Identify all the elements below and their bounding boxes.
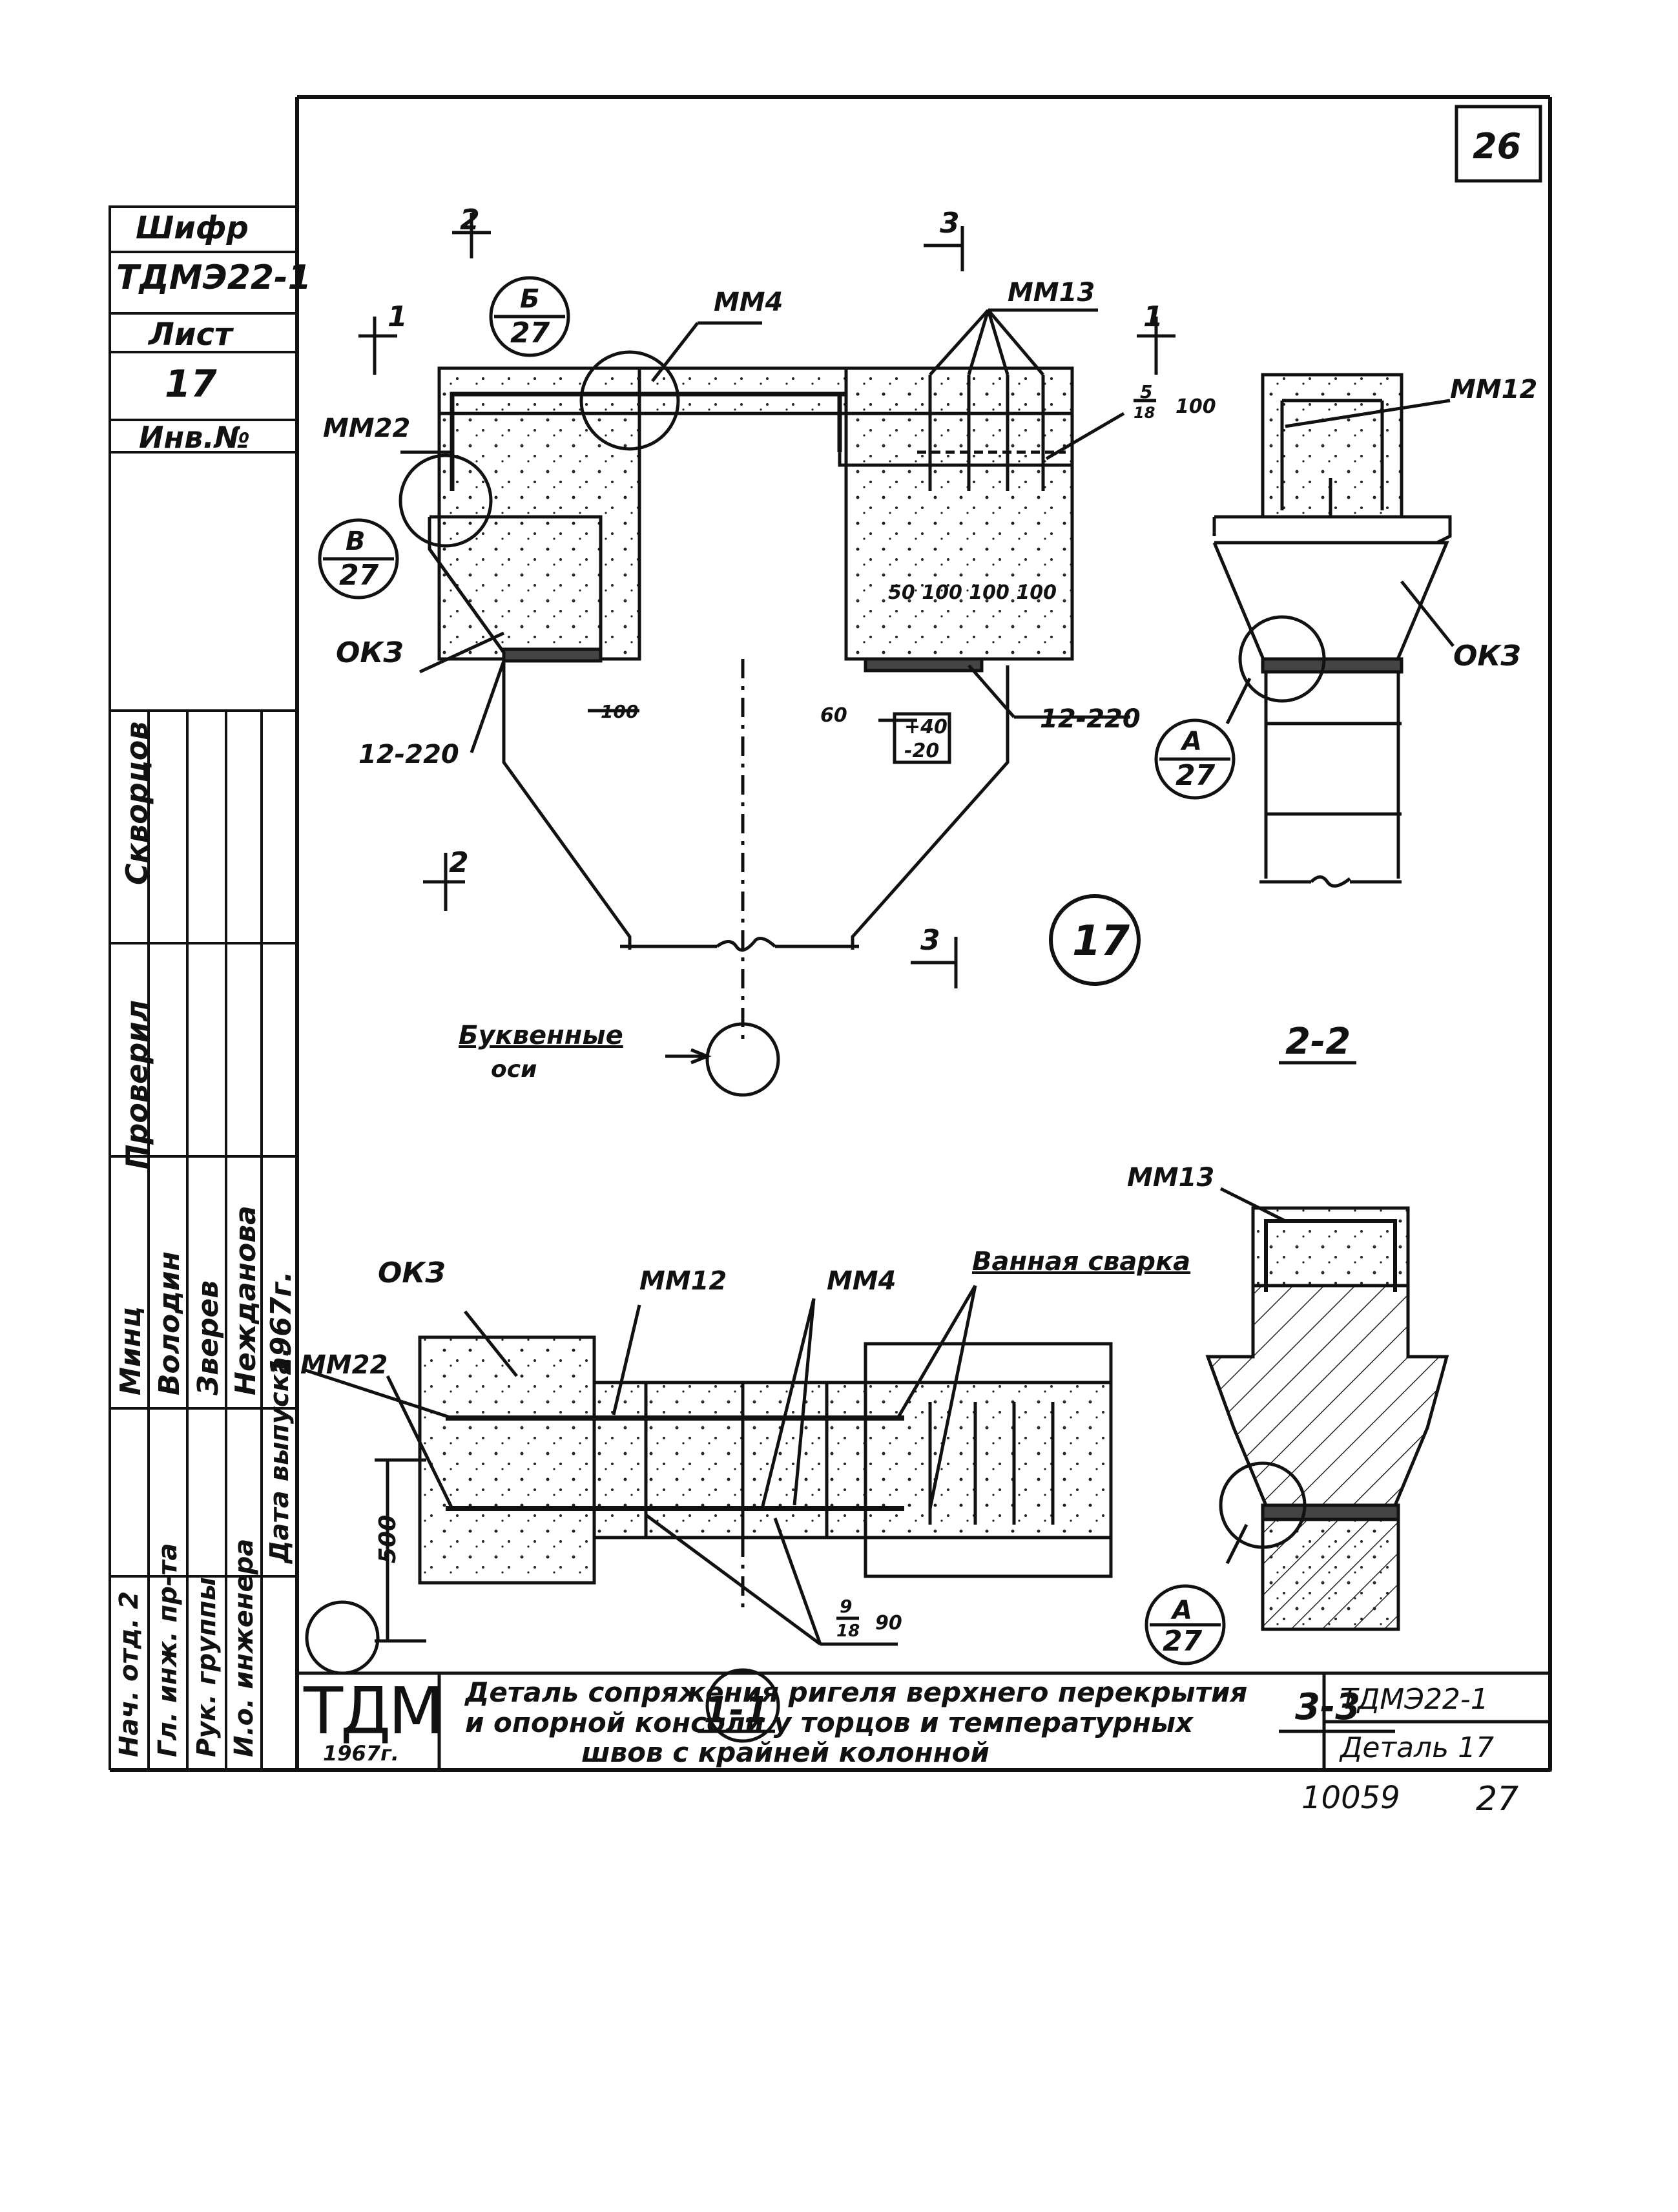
sheet-number: 26	[1473, 126, 1522, 167]
inv-label: Инв.№	[139, 420, 251, 455]
stamp-date: 1967г.	[265, 1271, 298, 1376]
label-spacing: 50 100 100 100	[888, 581, 1057, 604]
bar-spec-top-num: 5	[1140, 381, 1153, 402]
label-mm13: ММ13	[1008, 278, 1095, 308]
title-logo: ТДМ	[304, 1673, 444, 1749]
stamp-checked: Проверил	[119, 999, 154, 1169]
ref-a-sheet: 27	[1176, 759, 1216, 792]
title-line-2: и опорной консоли у торцов и температурн…	[465, 1707, 1194, 1738]
dim-60: 60	[820, 704, 847, 727]
label-mm4: ММ4	[714, 287, 783, 317]
axes-note-line2: оси	[491, 1056, 537, 1083]
ref-b-sheet: 27	[510, 317, 550, 350]
ref-v-letter: В	[346, 527, 366, 556]
stamp-role-3: Рук. группы	[192, 1577, 222, 1757]
tol-plus: +40	[904, 716, 948, 738]
sheet-code: ТДМЭ22-1	[116, 258, 311, 297]
section-mark-2-bottom: 2	[449, 846, 469, 879]
plan-weld: Ванная сварка	[972, 1247, 1191, 1277]
plan-okz: ОКЗ	[378, 1257, 446, 1289]
stamp-role-5: Дата выпуска:	[265, 1346, 295, 1563]
view-3-3-title: 3-3	[1295, 1686, 1361, 1728]
stamp-role-1: Нач. отд. 2	[114, 1591, 144, 1757]
label-weld-left: 12-220	[358, 740, 459, 769]
title-block	[295, 1671, 1552, 1772]
code-strip	[109, 205, 298, 1770]
footer-page: 27	[1476, 1780, 1519, 1819]
view-2-2	[1212, 373, 1455, 888]
title-line-1: Деталь сопряжения ригеля верхнего перекр…	[465, 1676, 1248, 1708]
view-2-2-title: 2-2	[1285, 1021, 1351, 1063]
plan-mm22: ММ22	[300, 1350, 388, 1380]
label-okz-right: ОКЗ	[1453, 640, 1521, 673]
title-code: ТДМЭ22-1	[1340, 1683, 1489, 1716]
ref-v-sheet: 27	[339, 559, 379, 592]
section-mark-3-top: 3	[940, 207, 960, 240]
section-3-3	[1205, 1187, 1449, 1631]
stamp-skvortsov: Скворцов	[119, 721, 154, 885]
stamp-role-4: И.о. инженера	[229, 1538, 259, 1757]
ref-a2-sheet: 27	[1163, 1625, 1203, 1658]
section-mark-1-right: 1	[1143, 300, 1163, 333]
stamp-role-2: Гл. инж. пр-та	[153, 1543, 183, 1757]
plan-dim-500: 500	[375, 1514, 401, 1563]
stamp-name-4: Нежданова	[229, 1205, 262, 1395]
bar-spec-bot-num: 9	[840, 1596, 853, 1617]
side-stamp: Нач. отд. 2 Гл. инж. пр-та Рук. группы И…	[113, 704, 300, 1764]
view-1-1-title: 1-1	[704, 1689, 770, 1731]
label-mm22: ММ22	[323, 413, 411, 443]
tol-minus: -20	[904, 740, 940, 762]
stamp-name-3: Зверев	[192, 1280, 225, 1395]
title-line-3: швов с крайней колонной	[581, 1737, 989, 1768]
label-weld-right: 12-220	[1040, 704, 1141, 734]
stamp-name-2: Володин	[153, 1251, 186, 1395]
section-mark-3-bottom: 3	[920, 924, 940, 957]
section-mark-2-top: 2	[460, 203, 480, 236]
ref-a-letter: А	[1182, 727, 1202, 756]
bar-spec-bot-den: 18	[836, 1622, 860, 1641]
plan-mm12: ММ12	[639, 1266, 727, 1296]
sheet-number-box	[1455, 105, 1542, 183]
code-label: Шифр	[136, 210, 249, 246]
label-mm12: ММ12	[1450, 375, 1538, 404]
title-detail: Деталь 17	[1340, 1731, 1495, 1764]
bar-spec-top-den: 18	[1134, 404, 1155, 422]
plan-mm4: ММ4	[827, 1266, 896, 1296]
section-mm13: ММ13	[1127, 1163, 1215, 1193]
ref-b-letter: Б	[520, 284, 540, 314]
bar-spec-top-pitch: 100	[1176, 395, 1216, 418]
axes-note-line1: Буквенные	[459, 1021, 623, 1050]
footer-number: 10059	[1301, 1780, 1400, 1816]
list-number: 17	[165, 362, 217, 406]
title-year: 1967г.	[323, 1741, 399, 1766]
detail-number: 17	[1072, 917, 1130, 965]
dim-100: 100	[601, 701, 639, 722]
list-label: Лист	[149, 317, 233, 353]
plan-1-1	[303, 1284, 1113, 1743]
bar-spec-bot-pitch: 90	[875, 1612, 902, 1634]
label-okz-left: ОКЗ	[336, 636, 404, 669]
section-mark-1-left: 1	[388, 300, 408, 333]
elevation-view	[358, 213, 1176, 1097]
ref-a2-letter: А	[1172, 1596, 1192, 1625]
stamp-name-1: Минц	[114, 1306, 147, 1395]
